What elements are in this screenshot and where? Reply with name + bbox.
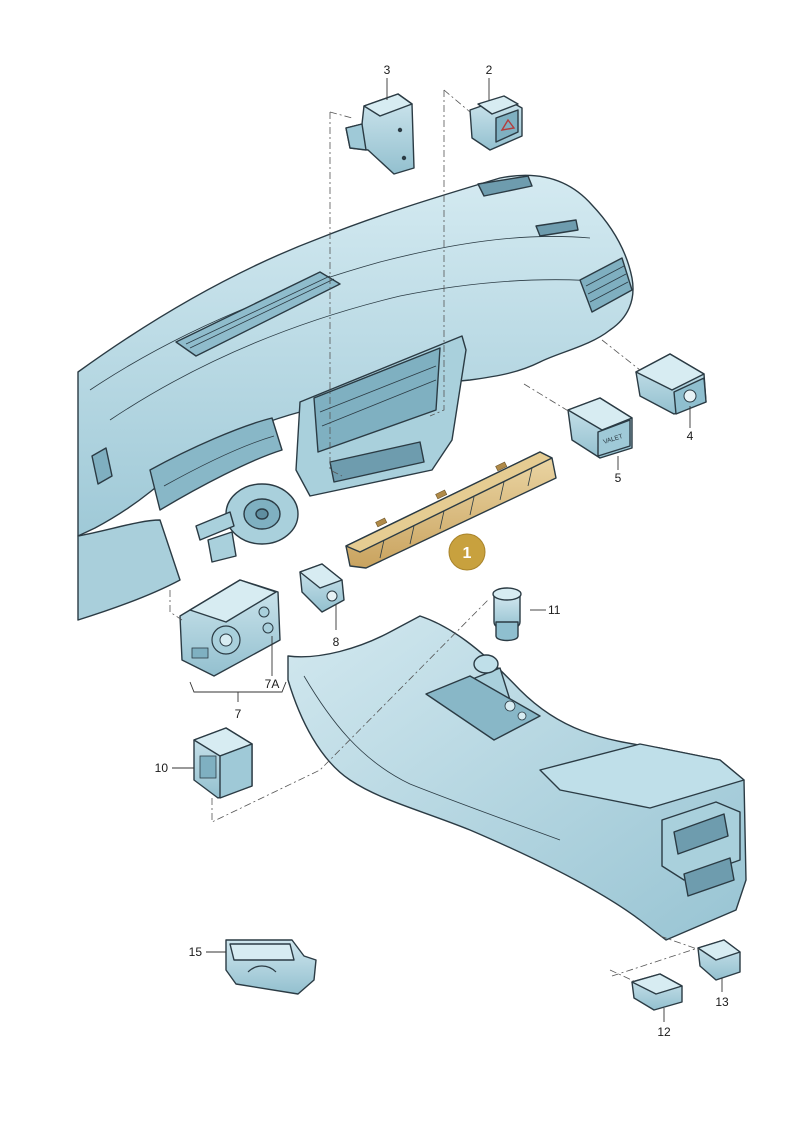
part-1-switch-panel[interactable] bbox=[345, 451, 557, 569]
callout-12: 12 bbox=[657, 1025, 671, 1039]
callout-10: 10 bbox=[155, 761, 169, 775]
callout-13: 13 bbox=[715, 995, 729, 1009]
part-10-switch[interactable] bbox=[193, 727, 253, 799]
part-15-switch[interactable] bbox=[225, 939, 317, 995]
part-11-start-button[interactable] bbox=[492, 587, 522, 642]
center-console bbox=[287, 615, 747, 941]
callout-7: 7 bbox=[235, 707, 242, 721]
callout-15: 15 bbox=[189, 945, 203, 959]
part-4-switch[interactable] bbox=[635, 353, 707, 415]
callout-1: 1 bbox=[463, 545, 472, 562]
part-8-switch[interactable] bbox=[299, 563, 345, 613]
part-2-hazard-switch[interactable] bbox=[469, 95, 523, 151]
callout-1-badge[interactable]: 1 bbox=[448, 533, 486, 571]
part-13-switch[interactable] bbox=[697, 939, 741, 981]
callout-4: 4 bbox=[687, 429, 694, 443]
callout-7a: 7A bbox=[265, 677, 280, 691]
dashboard bbox=[77, 174, 634, 621]
callout-11: 11 bbox=[548, 603, 561, 617]
part-12-switch[interactable] bbox=[631, 973, 683, 1011]
callout-5: 5 bbox=[615, 471, 622, 485]
callout-labels: 3 2 4 5 8 11 7A 7 10 15 12 13 bbox=[155, 63, 729, 1039]
dashed-leaders bbox=[169, 89, 701, 983]
callout-2: 2 bbox=[486, 63, 493, 77]
part-7-light-switch[interactable] bbox=[179, 579, 281, 677]
part-5-valet-switch[interactable]: VALET bbox=[567, 397, 633, 459]
callout-8: 8 bbox=[333, 635, 340, 649]
callout-3: 3 bbox=[384, 63, 391, 77]
part-3-switch[interactable] bbox=[345, 93, 415, 175]
